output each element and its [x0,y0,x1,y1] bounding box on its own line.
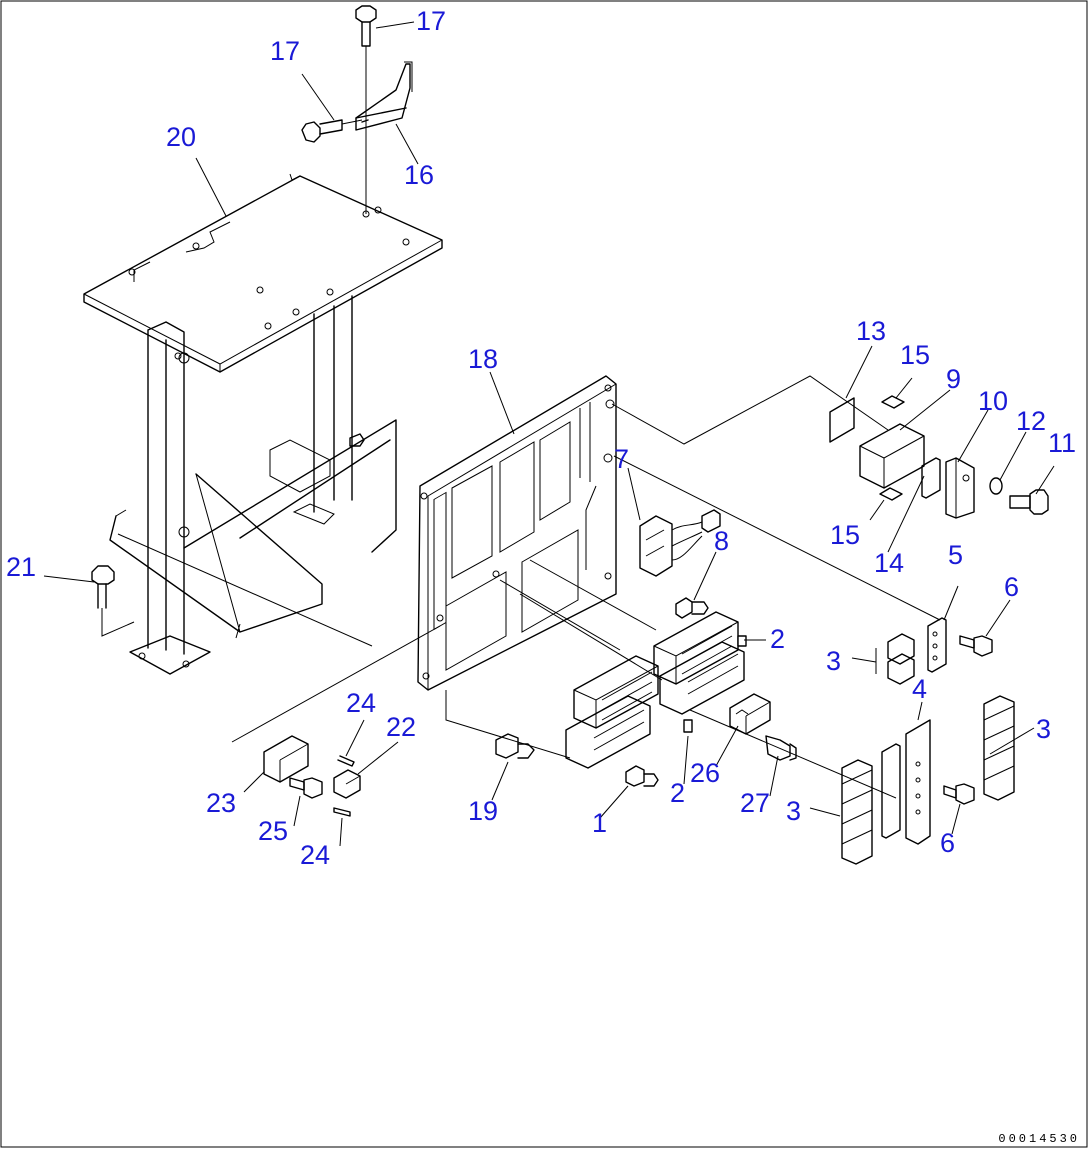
part-fuse-2-upper [737,635,747,647]
callout-15-bottom: 15 [830,520,861,550]
callout-9: 9 [946,364,962,394]
callout-16: 16 [404,160,435,190]
part-panel-18 [417,375,617,691]
part-pad-13 [829,397,855,443]
part-bolt-6-a [959,635,993,657]
callout-12: 12 [1016,406,1047,436]
part-pad-14 [921,457,941,499]
part-relay-3-b [983,695,1015,801]
callout-13: 13 [856,316,887,346]
callout-6-top: 6 [1004,572,1020,602]
callout-5: 5 [948,540,964,570]
part-fuse-2-lower [683,719,693,733]
callout-25: 25 [258,816,289,846]
callout-8: 8 [714,526,730,556]
part-pad-15-top [881,395,905,409]
part-module-9 [859,423,925,489]
callout-24-bottom: 24 [300,840,331,870]
part-bolt-17-horizontal [301,119,363,143]
part-pin-24-top [337,755,355,767]
callout-6-bottom: 6 [940,828,956,858]
part-fuse-box-lower [565,655,659,769]
callout-23: 23 [206,788,237,818]
callout-21: 21 [6,552,37,582]
part-bolt-17-vertical [355,5,377,214]
callout-24-top: 24 [346,688,377,718]
assembly-lines [117,375,941,799]
part-clip-25 [289,777,323,799]
part-clip-19 [495,733,535,759]
part-pad-15-bottom [879,487,903,501]
callout-3-bottom: 3 [786,796,802,826]
callout-3-top: 3 [826,646,842,676]
callout-7: 7 [614,444,630,474]
callout-22: 22 [386,712,417,742]
callout-10: 10 [978,386,1009,416]
callout-14: 14 [874,548,905,578]
part-bolt-21 [91,565,135,637]
callout-26: 26 [690,758,721,788]
part-bracket-10 [945,457,975,519]
part-harness-7 [639,509,721,577]
part-relay-3-c [841,759,873,865]
part-fuse-box-upper [653,611,745,715]
callout-2-bottom: 2 [670,778,686,808]
drawing-code: 00014530 [998,1132,1080,1146]
part-bracket-16 [355,61,413,131]
callout-11: 11 [1048,428,1077,458]
callout-18: 18 [468,344,499,374]
part-washer-12 [989,477,1003,495]
part-relay-26 [729,693,771,735]
callout-20: 20 [166,122,197,152]
callout-19: 19 [468,796,499,826]
part-pin-24-bottom [333,807,351,817]
part-plate-4 [905,719,931,845]
part-relay-3-a [887,633,915,685]
part-frame-20 [83,173,443,675]
part-relay-22 [333,769,361,799]
callout-4: 4 [912,674,928,704]
callout-1: 1 [592,808,608,838]
callout-17-left: 17 [270,36,301,66]
part-plate-3-c [881,743,901,839]
callout-15-top: 15 [900,340,931,370]
callout-2-top: 2 [770,624,786,654]
part-clip-27 [765,735,797,761]
callout-leaders [43,21,1055,847]
part-clip-8 [675,597,709,619]
callout-17-top: 17 [416,6,447,36]
part-plate-5 [927,617,947,673]
callout-27: 27 [740,788,771,818]
part-bolt-11 [1009,489,1049,515]
part-clip-1 [625,765,659,787]
part-connector-23 [263,735,309,783]
part-bolt-6-b [943,783,975,805]
callout-3-right: 3 [1036,714,1052,744]
